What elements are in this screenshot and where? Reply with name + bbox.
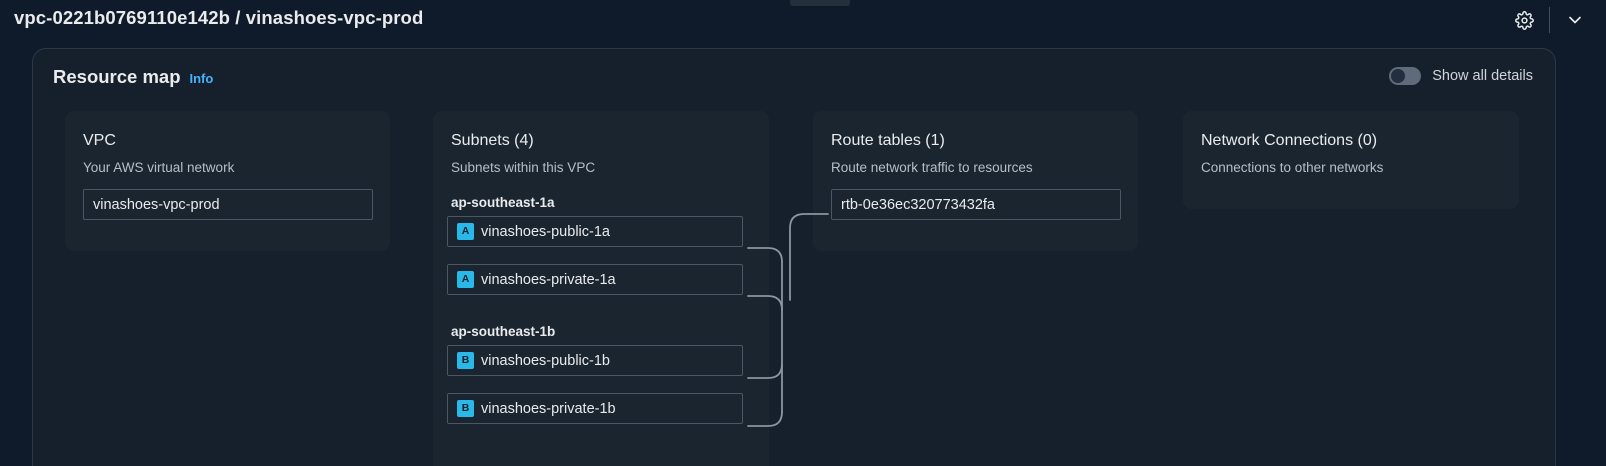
toggle-label: Show all details xyxy=(1432,68,1533,84)
resource-label: rtb-0e36ec320773432fa xyxy=(841,196,995,213)
panel-header: Resource map Info Show all details xyxy=(33,49,1555,109)
info-link[interactable]: Info xyxy=(189,71,214,86)
column-subnets: Subnets (4) Subnets within this VPC ap-s… xyxy=(433,111,769,466)
panel-title-group: Resource map Info xyxy=(53,66,213,88)
resource-item-vpc[interactable]: vinashoes-vpc-prod xyxy=(83,189,373,220)
column-network-connections: Network Connections (0) Connections to o… xyxy=(1183,111,1519,209)
gear-icon[interactable] xyxy=(1507,4,1541,36)
resource-label: vinashoes-private-1a xyxy=(481,271,616,288)
chevron-down-icon[interactable] xyxy=(1558,4,1592,36)
az-badge-icon: A xyxy=(457,271,474,288)
column-subtitle-route-tables: Route network traffic to resources xyxy=(831,160,1033,175)
resource-columns: VPC Your AWS virtual network vinashoes-v… xyxy=(33,111,1555,466)
resource-item-route-table[interactable]: rtb-0e36ec320773432fa xyxy=(831,189,1121,220)
toggle-knob xyxy=(1391,69,1406,83)
resource-item-subnet[interactable]: A vinashoes-public-1a xyxy=(447,216,743,247)
top-edge-artifact xyxy=(790,0,850,6)
resource-item-subnet[interactable]: B vinashoes-public-1b xyxy=(447,345,743,376)
show-all-details-toggle[interactable]: Show all details xyxy=(1389,67,1533,85)
panel-title: Resource map xyxy=(53,66,181,87)
resource-item-subnet[interactable]: A vinashoes-private-1a xyxy=(447,264,743,295)
column-title-vpc: VPC xyxy=(83,132,116,149)
resource-label: vinashoes-public-1b xyxy=(481,352,610,369)
column-title-route-tables: Route tables (1) xyxy=(831,132,945,149)
az-heading: ap-southeast-1b xyxy=(451,324,556,339)
az-badge-icon: A xyxy=(457,223,474,240)
column-vpc: VPC Your AWS virtual network vinashoes-v… xyxy=(65,111,390,251)
column-title-network-connections: Network Connections (0) xyxy=(1201,132,1378,149)
header-actions xyxy=(1507,4,1592,36)
az-badge-icon: B xyxy=(457,400,474,417)
column-subtitle-vpc: Your AWS virtual network xyxy=(83,160,235,175)
column-route-tables: Route tables (1) Route network traffic t… xyxy=(813,111,1138,251)
az-heading: ap-southeast-1a xyxy=(451,195,555,210)
header-divider xyxy=(1549,7,1550,33)
resource-map-panel: Resource map Info Show all details VPC Y… xyxy=(32,48,1556,466)
resource-label: vinashoes-vpc-prod xyxy=(93,196,220,213)
column-title-subnets: Subnets (4) xyxy=(451,132,534,149)
column-subtitle-network-connections: Connections to other networks xyxy=(1201,160,1384,175)
column-subtitle-subnets: Subnets within this VPC xyxy=(451,160,596,175)
az-badge-icon: B xyxy=(457,352,474,369)
resource-label: vinashoes-private-1b xyxy=(481,400,616,417)
resource-label: vinashoes-public-1a xyxy=(481,223,610,240)
toggle-track[interactable] xyxy=(1389,67,1422,85)
resource-item-subnet[interactable]: B vinashoes-private-1b xyxy=(447,393,743,424)
page-header: vpc-0221b0769110e142b / vinashoes-vpc-pr… xyxy=(0,0,1606,40)
page-title: vpc-0221b0769110e142b / vinashoes-vpc-pr… xyxy=(14,7,424,28)
